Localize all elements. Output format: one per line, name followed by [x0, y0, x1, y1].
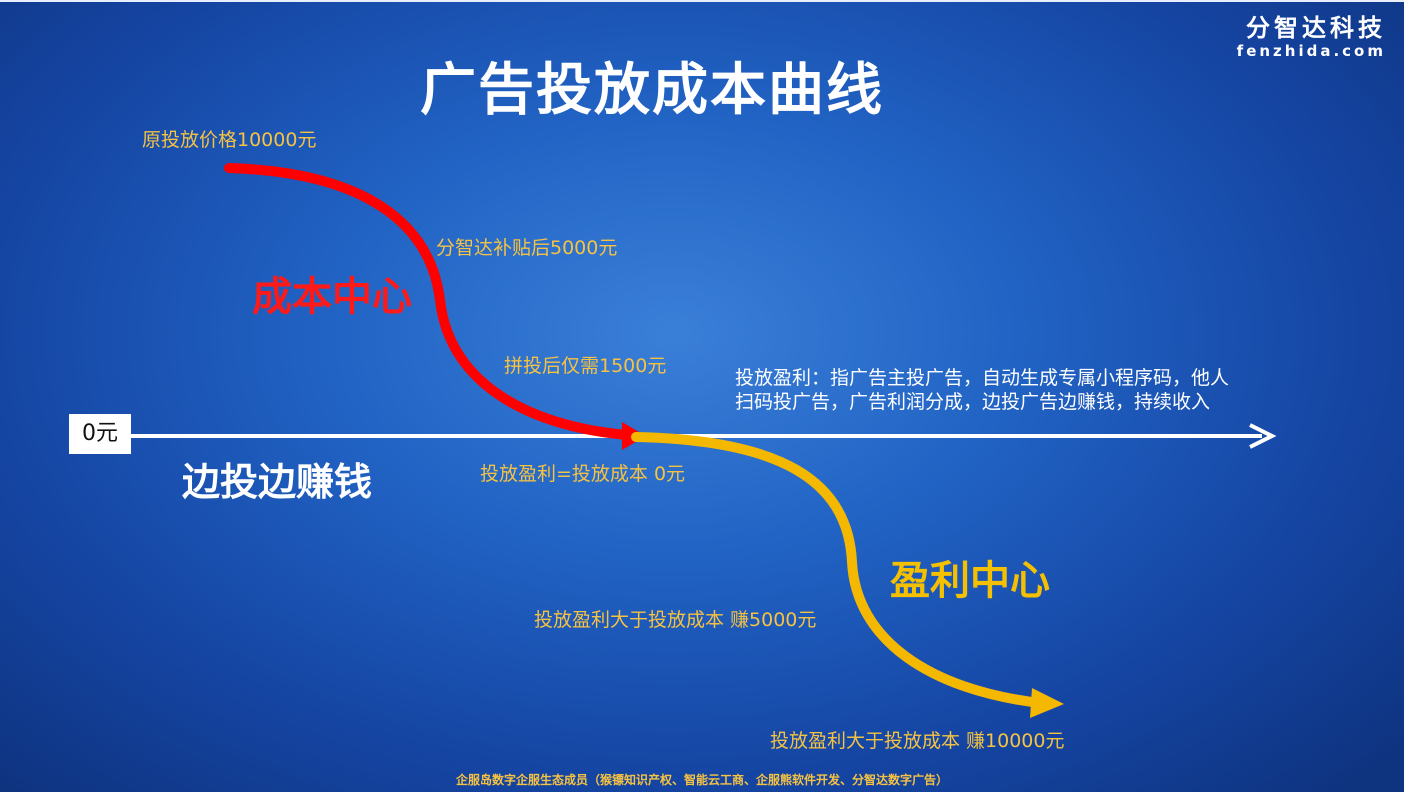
profit-curve	[631, 432, 1045, 708]
page-title: 广告投放成本曲线	[420, 58, 884, 123]
profit-note-line2: 扫码投广告，广告利润分成，边投广告边赚钱，持续收入	[735, 391, 1211, 413]
zero-axis-arrowhead	[1249, 423, 1277, 449]
cost-center-label: 成本中心	[252, 274, 412, 320]
brand-name: 分智达科技	[1246, 14, 1386, 42]
profit-note-line1: 投放盈利：指广告主投广告，自动生成专属小程序码，他人	[735, 367, 1230, 389]
zero-axis-label: 0元	[69, 414, 131, 454]
top-border	[0, 0, 1404, 2]
footer-text: 企服岛数字企服生态成员（猴镖知识产权、智能云工商、企服熊软件开发、分智达数字广告…	[455, 773, 948, 787]
earn-5000-label: 投放盈利大于投放成本 赚5000元	[534, 609, 817, 631]
earn-10000-label: 投放盈利大于投放成本 赚10000元	[770, 730, 1065, 752]
subsidy-label: 分智达补贴后5000元	[436, 237, 618, 259]
brand-domain: fenzhida.com	[1236, 42, 1386, 60]
profit-center-label: 盈利中心	[890, 558, 1050, 604]
profit-note: 投放盈利：指广告主投广告，自动生成专属小程序码，他人 扫码投广告，广告利润分成，…	[735, 366, 1229, 414]
cost-curve	[224, 163, 633, 440]
group-buy-label: 拼投后仅需1500元	[504, 355, 667, 377]
original-price-label: 原投放价格10000元	[142, 129, 317, 151]
earn-while-spend-label: 边投边赚钱	[182, 460, 373, 504]
brand-logo: 分智达科技 fenzhida.com	[1237, 14, 1386, 60]
profit-curve-arrowhead	[1030, 688, 1064, 718]
breakeven-label: 投放盈利=投放成本 0元	[480, 463, 686, 485]
